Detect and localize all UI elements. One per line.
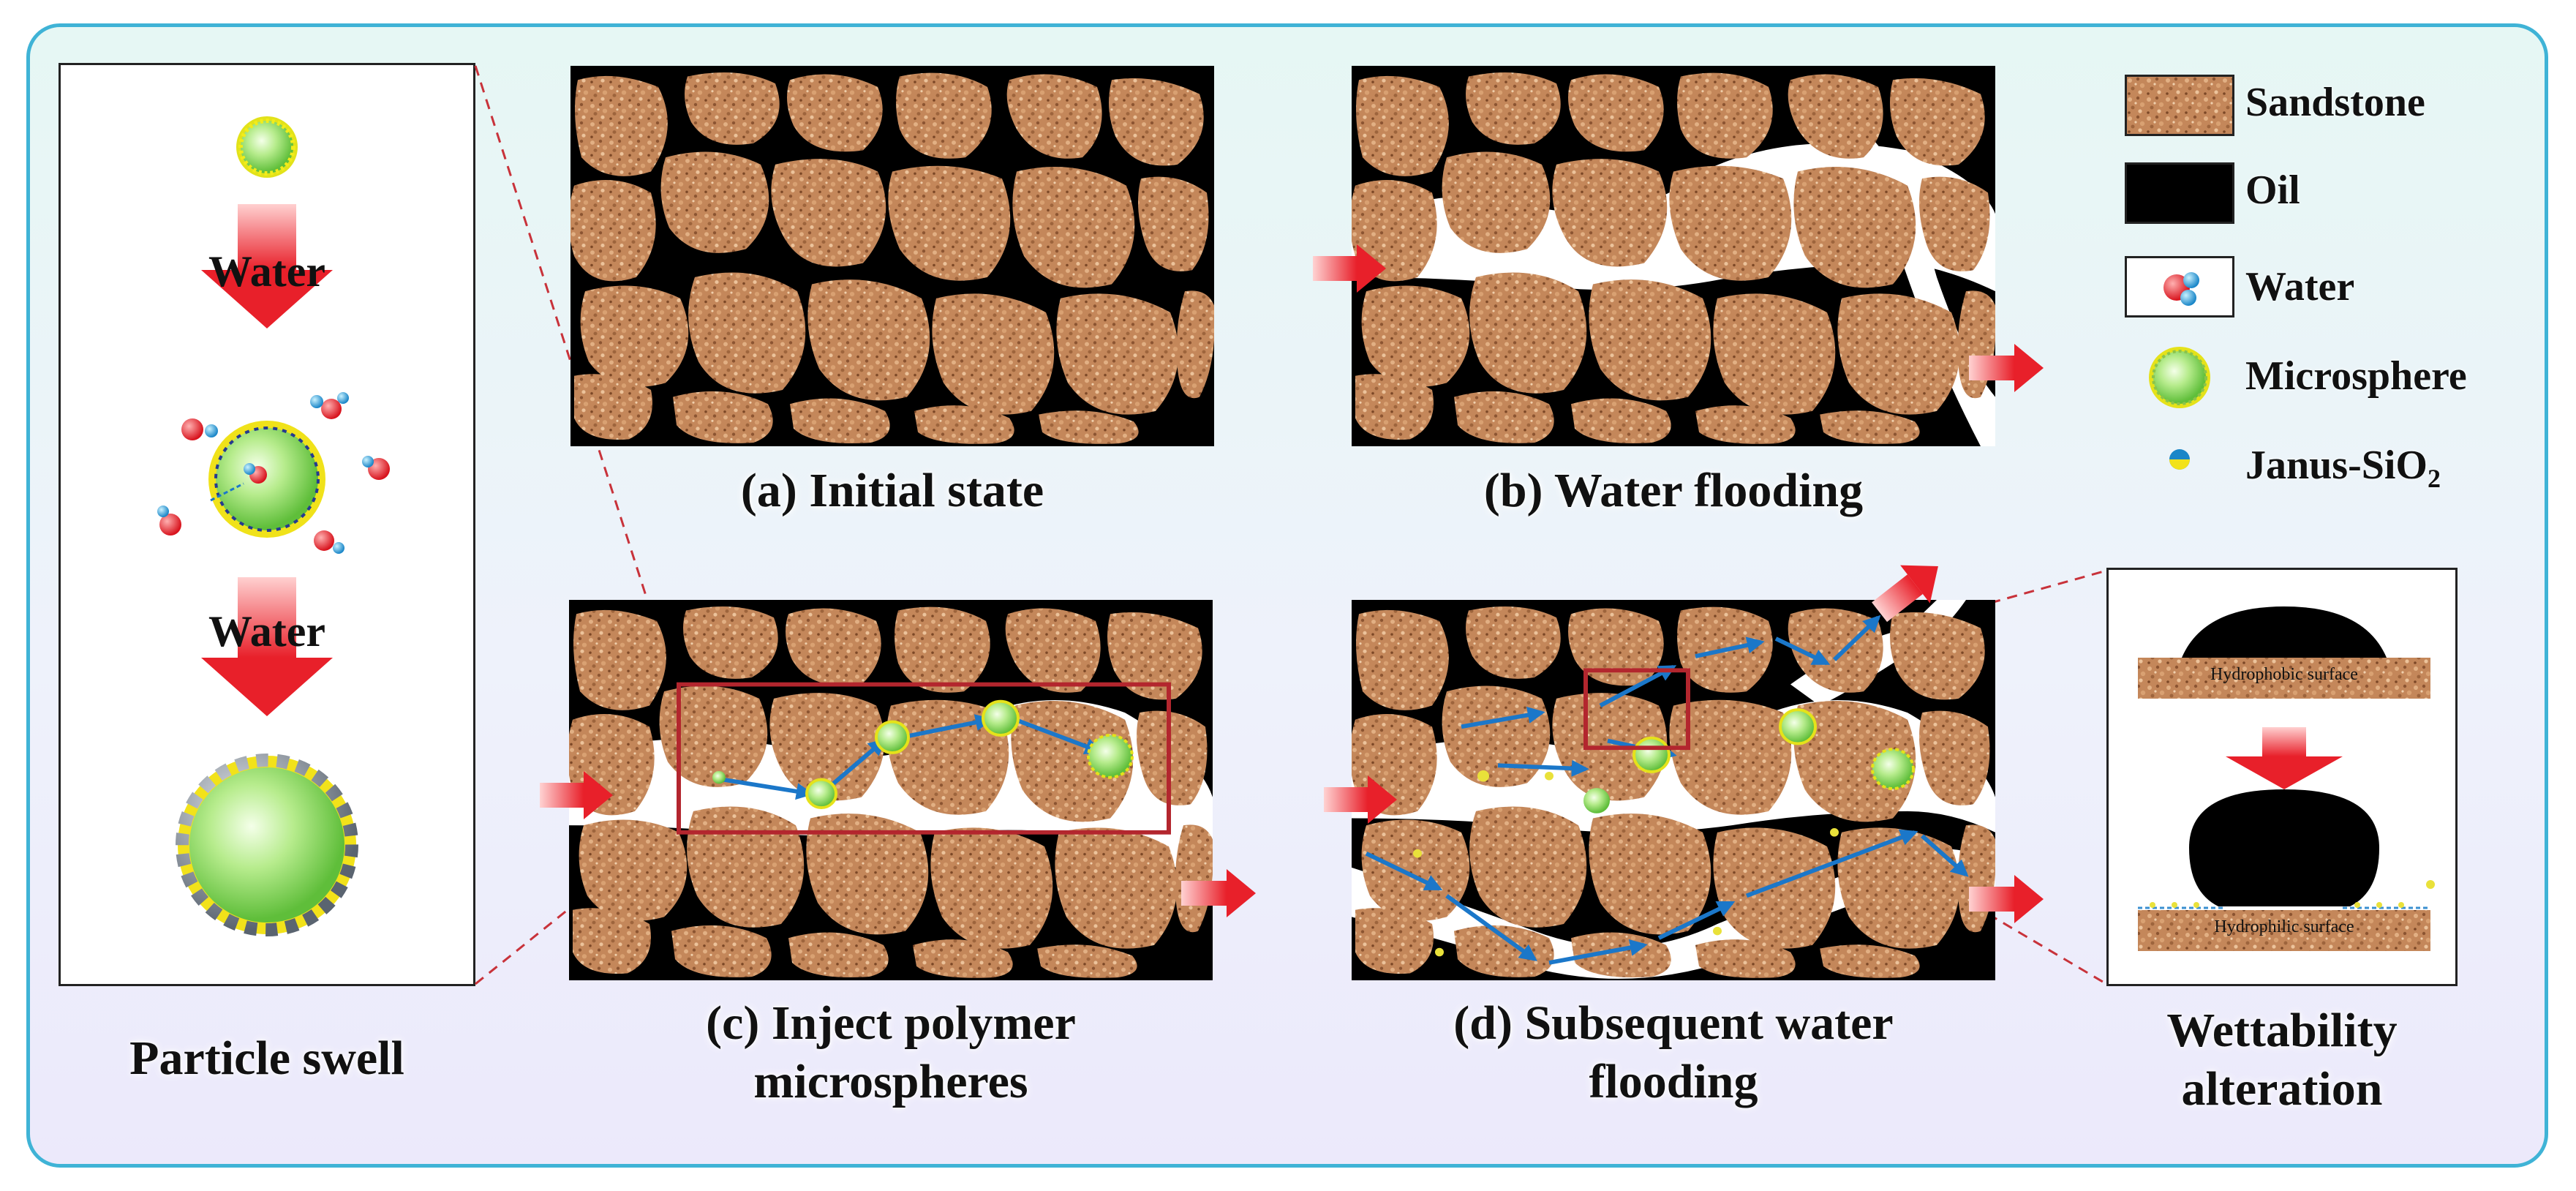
flow-path-c <box>722 714 1103 800</box>
swell-arrow-1 <box>238 204 296 270</box>
particle-swell-illustration <box>157 116 390 936</box>
caption-d-line1: (d) Subsequent water <box>1453 996 1894 1050</box>
water-molecule-icon <box>2125 256 2234 318</box>
wettability-illustration <box>2138 606 2435 951</box>
particle-swell-panel: Water Water <box>59 63 475 986</box>
water-molecules <box>157 392 390 554</box>
legend-label-oil: Oil <box>2245 168 2300 213</box>
highlight-box-c <box>677 682 1171 835</box>
panel-c-inject-microspheres <box>569 600 1213 980</box>
hydrophobic-surface-label: Hydrophobic surface <box>2210 665 2358 684</box>
legend-label-water: Water <box>2245 264 2355 309</box>
microsphere-icon <box>2149 347 2210 408</box>
legend-label-sandstone: Sandstone <box>2245 80 2425 125</box>
caption-particle-swell: Particle swell <box>129 1032 404 1085</box>
panel-d-subsequent-flooding <box>1352 600 1995 980</box>
caption-wettability-line2: alteration <box>2181 1062 2383 1116</box>
caption-b: (b) Water flooding <box>1483 464 1864 517</box>
panel-a-initial-state <box>570 66 1214 446</box>
oil-swatch <box>2125 162 2234 224</box>
hydrophilic-surface-label: Hydrophilic surface <box>2214 917 2354 936</box>
sandstone-swatch <box>2125 75 2234 136</box>
wettability-panel: Hydrophobic surface Hydrophilic surface <box>2106 568 2458 986</box>
caption-c-line1: (c) Inject polymer <box>706 996 1076 1050</box>
medium-microsphere <box>208 421 325 538</box>
panel-b-water-flooding <box>1352 66 1995 446</box>
large-microsphere <box>176 754 358 936</box>
small-microsphere <box>236 116 298 178</box>
swell-arrow-2 <box>238 577 296 658</box>
legend-label-microsphere: Microsphere <box>2245 353 2467 399</box>
janus-particle-icon <box>2169 449 2190 470</box>
swell-water-label-2: Water <box>208 607 325 655</box>
swell-water-label-1: Water <box>208 247 325 296</box>
caption-wettability-line1: Wettability <box>2166 1004 2398 1057</box>
caption-d-line2: flooding <box>1589 1055 1758 1108</box>
caption-c-line2: microspheres <box>753 1055 1028 1108</box>
caption-a: (a) Initial state <box>740 464 1044 517</box>
microspheres-c <box>712 699 1134 809</box>
highlight-box-d <box>1583 668 1690 751</box>
legend-label-janus-sio2: Janus-SiO2 <box>2245 443 2441 494</box>
